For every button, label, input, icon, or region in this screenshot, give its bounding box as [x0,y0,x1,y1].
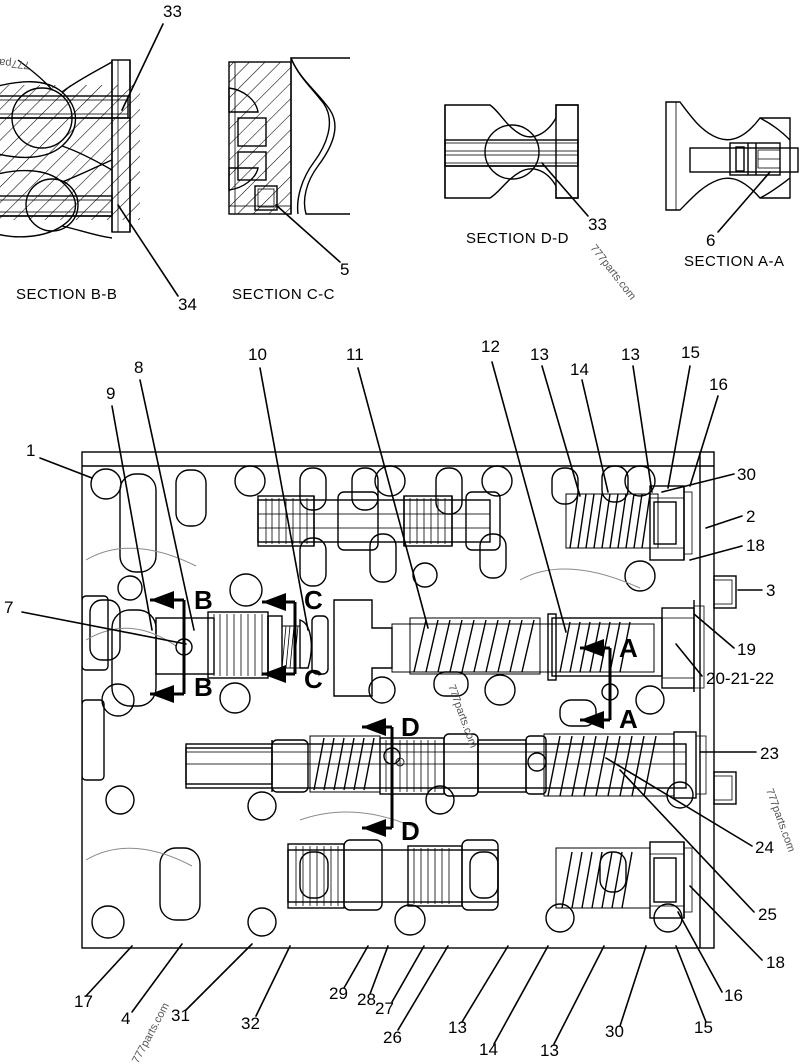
leader-33-bb [121,23,164,111]
callout-11: 11 [346,345,364,364]
callout-29: 29 [329,984,348,1003]
section-a-a-view: SECTION A-A 6 [665,101,799,270]
callout-31: 31 [171,1006,190,1025]
section-mark-c-top: C [304,585,323,615]
section-marker-a: A A [580,633,638,734]
leaders-bottom [85,943,707,1045]
callout-14-a: 14 [570,360,589,379]
callout-16-b: 16 [724,986,743,1005]
callout-28: 28 [357,990,376,1009]
section-a-a-title: SECTION A-A [684,253,785,270]
section-marker-c: C C [262,585,323,694]
leader-34-bb [117,204,179,297]
leader-5-cc [275,204,341,263]
leaders-top [21,361,719,645]
callout-30-b: 30 [605,1022,624,1041]
callout-17: 17 [74,992,93,1011]
section-mark-a-top: A [619,633,638,663]
leaders-right [605,473,763,993]
callout-1: 1 [26,441,35,460]
spring-upper-right [565,485,693,561]
callout-27: 27 [375,999,394,1018]
callout-15-a: 15 [681,343,700,362]
section-mark-d-top: D [401,712,420,742]
leader-33-dd [541,162,589,217]
callout-15-b: 15 [694,1018,713,1037]
callout-16-a: 16 [709,375,728,394]
callout-7: 7 [4,598,13,617]
side-port-fittings [699,451,737,949]
callout-10: 10 [248,345,267,364]
spool-lower [185,731,707,799]
main-assembly-view: B B C C D D A A [21,361,763,1045]
callout-25: 25 [758,905,777,924]
callout-23: 23 [760,744,779,763]
callout-9: 9 [106,384,115,403]
callout-20-21-22: 20-21-22 [706,669,774,688]
section-marker-d: D D [362,712,420,846]
section-b-b-view: 777parts.com SECTION B-B 33 34 [0,2,197,314]
callout-3: 3 [766,581,775,600]
callout-34-bb: 34 [178,295,197,314]
callout-33-dd: 33 [588,215,607,234]
callout-13-a: 13 [530,345,549,364]
callout-30-a: 30 [737,465,756,484]
callout-2: 2 [746,507,755,526]
callout-19: 19 [737,640,756,659]
callout-14-b: 14 [479,1040,498,1059]
section-mark-b-top: B [194,585,213,615]
callout-13-d: 13 [540,1041,559,1060]
spool-upper [257,491,501,551]
callout-33-bb: 33 [163,2,182,21]
section-mark-a-bottom: A [619,704,638,734]
spool-bottom [287,839,693,919]
leader-6-aa [717,171,771,233]
callout-24: 24 [755,838,774,857]
callout-8: 8 [134,358,143,377]
section-mark-d-bottom: D [401,816,420,846]
section-marker-b: B B [150,585,213,703]
section-b-b-title: SECTION B-B [16,286,117,303]
callout-18-a: 18 [746,536,765,555]
section-mark-b-bottom: B [194,672,213,702]
section-mark-c-bottom: C [304,664,323,694]
section-d-d-title: SECTION D-D [466,230,569,247]
spool-center-main [333,599,705,697]
callout-18-b: 18 [766,953,785,972]
callout-12: 12 [481,337,500,356]
section-c-c-view: SECTION C-C 5 [228,57,350,303]
section-c-c-title: SECTION C-C [232,286,335,303]
callout-4: 4 [121,1009,130,1028]
callout-26: 26 [383,1028,402,1047]
callout-6-aa: 6 [706,231,715,250]
callout-13-c: 13 [448,1018,467,1037]
callout-numbers: 9 8 10 11 12 13 14 13 15 16 1 7 30 2 18 … [4,337,785,1060]
callout-13-b: 13 [621,345,640,364]
callout-5-cc: 5 [340,260,349,279]
callout-32: 32 [241,1014,260,1033]
